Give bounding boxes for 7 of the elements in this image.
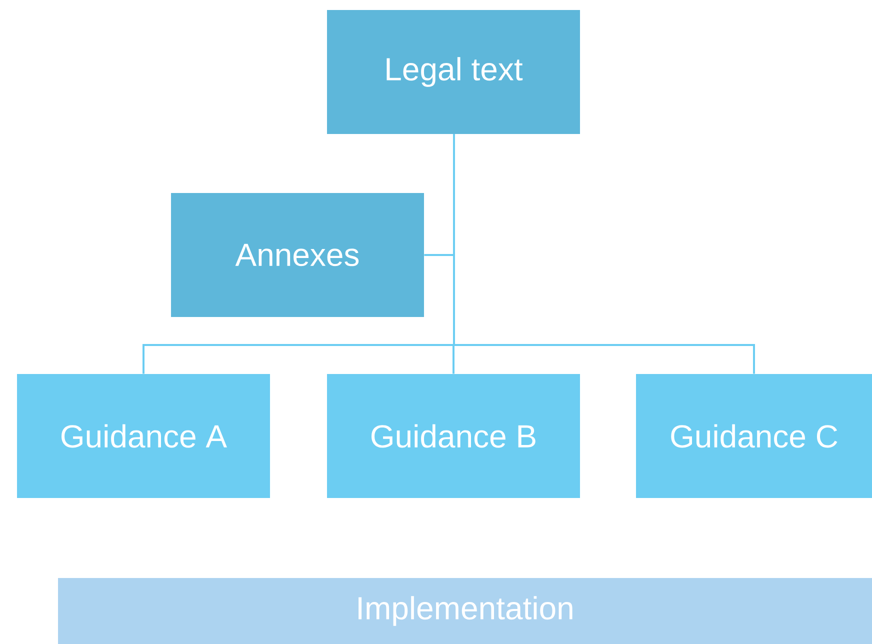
process-box: Guidance A — [17, 374, 270, 498]
band: Implementation — [58, 578, 872, 644]
process-box: Guidance B — [327, 374, 580, 498]
process-box: Annexes — [171, 193, 424, 317]
process-box: Guidance C — [636, 374, 872, 498]
connector — [453, 134, 755, 374]
process-box: Legal text — [327, 10, 580, 134]
